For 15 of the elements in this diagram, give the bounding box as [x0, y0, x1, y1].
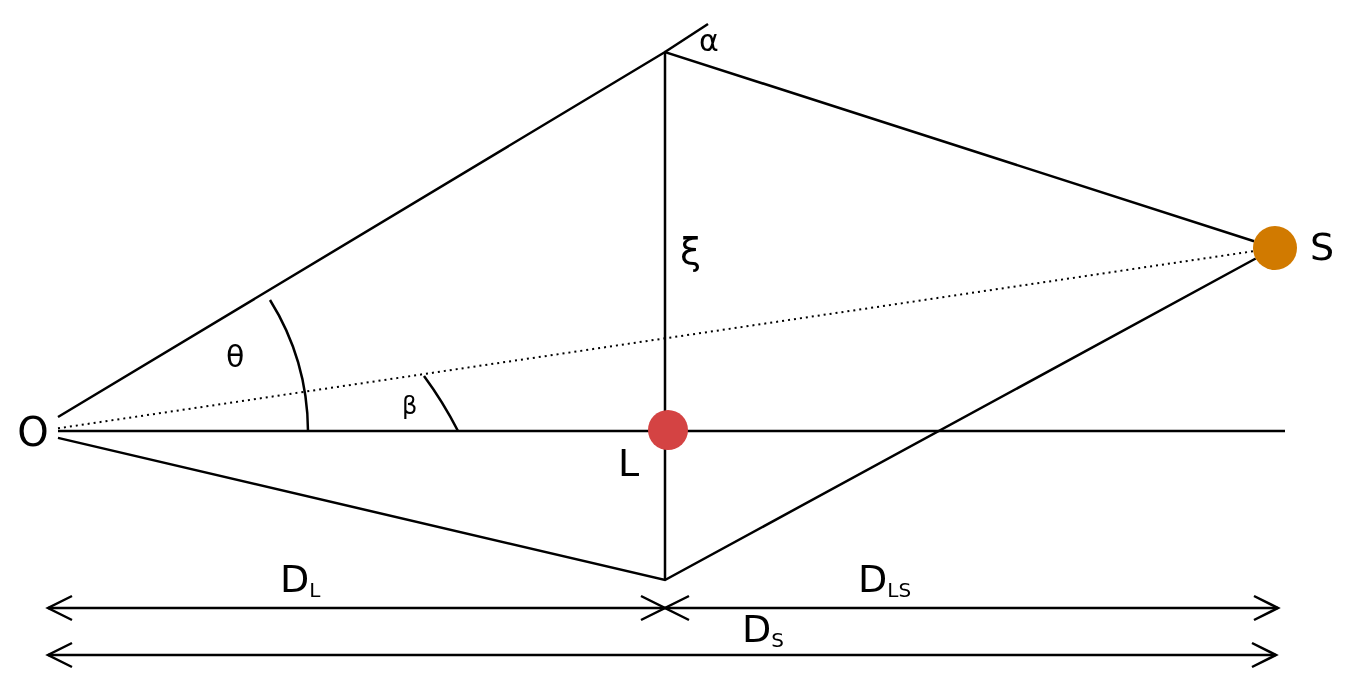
- symbol-label: ξ: [680, 232, 702, 270]
- dotted-line: [57, 250, 1255, 430]
- distance-label: D$_{L}$: [280, 560, 321, 598]
- lens-dot: [648, 410, 688, 450]
- distance-label: D$_{S}$: [742, 610, 784, 648]
- distance-label: D$_{LS}$: [858, 560, 912, 598]
- point-label: O: [17, 412, 49, 452]
- point-label: S: [1310, 228, 1335, 266]
- symbol-label: α: [699, 26, 719, 56]
- point-label: L: [618, 444, 640, 482]
- symbol-label: θ: [226, 342, 245, 372]
- source-dot: [1253, 226, 1297, 270]
- light-ray: [57, 257, 1257, 582]
- light-ray: [57, 50, 1255, 419]
- symbol-label: β: [402, 394, 418, 418]
